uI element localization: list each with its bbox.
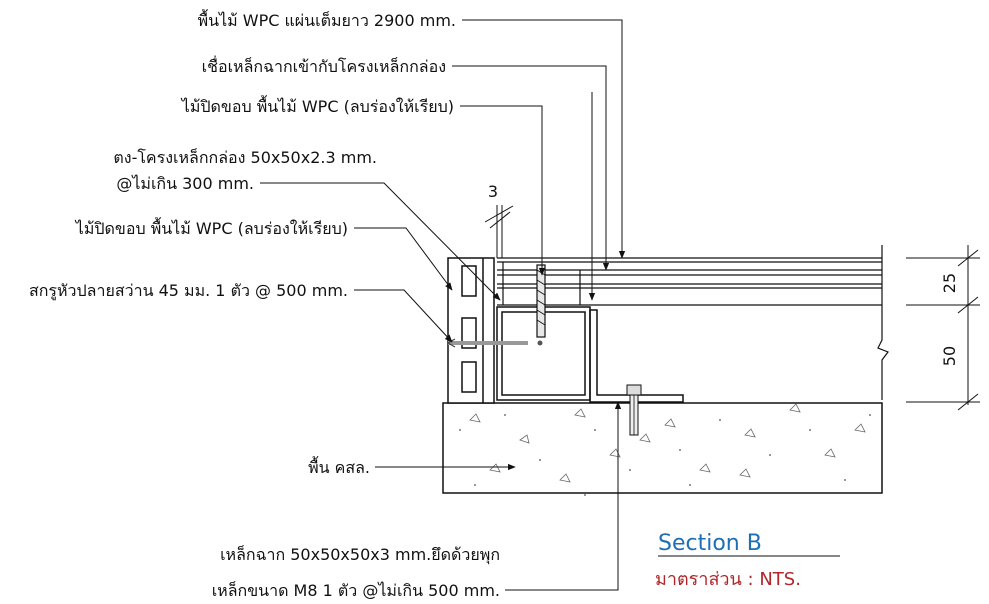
side-trim-board bbox=[447, 257, 495, 404]
gap-dimension-label: 3 bbox=[488, 182, 498, 201]
break-line bbox=[877, 245, 889, 400]
wpc-deck-board bbox=[497, 257, 882, 306]
right-dimension-line bbox=[906, 245, 980, 411]
steel-angle bbox=[589, 309, 684, 403]
concrete-dots bbox=[459, 414, 871, 496]
label-trim-top: ไม้ปิดขอบ พื้นไม้ WPC (ลบร่องให้เรียบ) bbox=[180, 95, 454, 116]
section-title: Section B bbox=[658, 531, 762, 556]
side-screw bbox=[446, 338, 543, 348]
frame-height-dimension: 50 bbox=[940, 346, 959, 366]
label-steel-box-line2: @ไม่เกิน 300 mm. bbox=[116, 174, 254, 193]
label-steel-box-line1: ตง-โครงเหล็กกล่อง 50x50x2.3 mm. bbox=[113, 147, 377, 167]
label-angle-line1: เหล็กฉาก 50x50x50x3 mm.ยึดด้วยพุก bbox=[220, 544, 500, 565]
label-angle-line2: เหล็กขนาด M8 1 ตัว @ไม่เกิน 500 mm. bbox=[212, 580, 500, 600]
label-wpc-board: พื้นไม้ WPC แผ่นเต็มยาว 2900 mm. bbox=[198, 9, 456, 30]
gap-dimension bbox=[484, 205, 514, 258]
label-weld-angle: เชื่อเหล็กฉากเข้ากับโครงเหล็กกล่อง bbox=[202, 55, 446, 76]
anchor-bolt bbox=[626, 384, 642, 436]
leader-lines bbox=[260, 19, 626, 591]
top-screw bbox=[536, 264, 546, 338]
scale-label: มาตราส่วน : NTS. bbox=[655, 569, 801, 590]
board-thickness-dimension: 25 bbox=[940, 273, 959, 293]
label-concrete: พื้น คสล. bbox=[308, 456, 370, 477]
label-trim-side: ไม้ปิดขอบ พื้นไม้ WPC (ลบร่องให้เรียบ) bbox=[74, 217, 348, 238]
label-screw: สกรูหัวปลายสว่าน 45 มม. 1 ตัว @ 500 mm. bbox=[29, 281, 348, 301]
concrete-slab bbox=[442, 402, 883, 496]
